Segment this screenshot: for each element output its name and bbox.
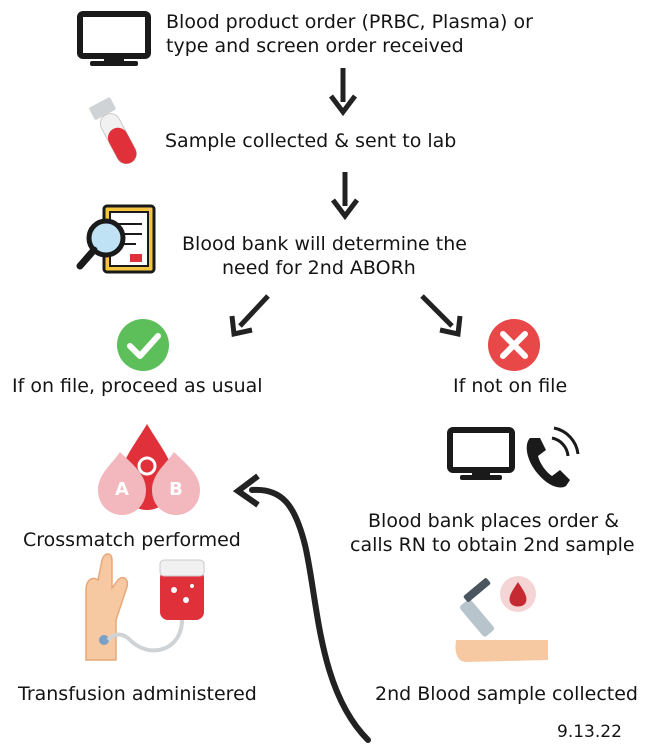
return-arrow bbox=[232, 473, 371, 743]
places-order-line2: calls RN to obtain 2nd sample bbox=[350, 534, 635, 556]
syringe-arm-icon bbox=[455, 576, 548, 662]
green-check-icon bbox=[117, 319, 169, 371]
second-sample-label: 2nd Blood sample collected bbox=[375, 683, 638, 705]
sample-collected-label: Sample collected & sent to lab bbox=[165, 130, 457, 152]
computer-monitor-icon bbox=[77, 11, 151, 66]
blood-tube-icon bbox=[89, 97, 137, 165]
computer-phone-icon bbox=[447, 426, 580, 488]
on-file-label: If on file, proceed as usual bbox=[12, 375, 263, 397]
magnifier-document-icon bbox=[76, 204, 156, 274]
arrow-down-right bbox=[420, 294, 463, 338]
transfusion-label: Transfusion administered bbox=[18, 683, 257, 705]
crossmatch-label: Crossmatch performed bbox=[23, 529, 241, 551]
arrow-down-2 bbox=[331, 172, 359, 221]
determine-need-line1: Blood bank will determine the bbox=[182, 233, 467, 255]
places-order-line1: Blood bank places order & bbox=[368, 510, 620, 532]
arrow-down-1 bbox=[329, 68, 357, 117]
date-stamp: 9.13.22 bbox=[557, 722, 622, 742]
blood-type-ab-icon bbox=[98, 424, 200, 515]
order-received-line2: type and screen order received bbox=[166, 35, 464, 57]
order-received-line1: Blood product order (PRBC, Plasma) or bbox=[166, 11, 533, 33]
blood-type-letter-b: B bbox=[169, 479, 183, 500]
blood-type-letter-a: A bbox=[115, 479, 129, 500]
arrow-down-left bbox=[229, 294, 270, 338]
determine-need-line2: need for 2nd ABORh bbox=[222, 257, 416, 279]
iv-transfusion-icon bbox=[85, 553, 205, 661]
red-x-icon bbox=[488, 319, 540, 371]
not-on-file-label: If not on file bbox=[453, 375, 568, 397]
